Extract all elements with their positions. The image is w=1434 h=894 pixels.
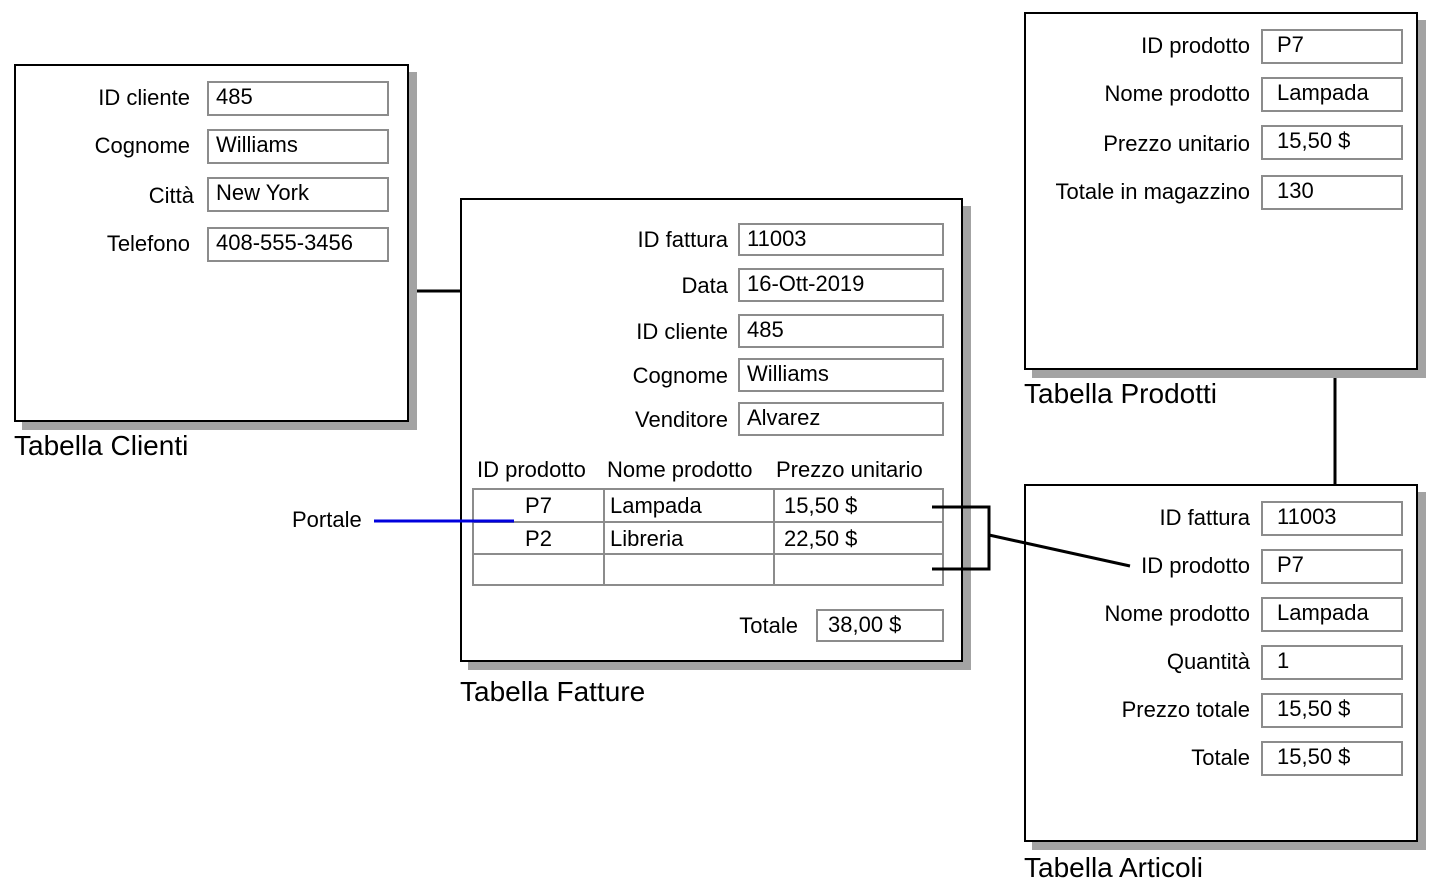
clienti-field-citta[interactable]: New York (207, 177, 389, 212)
prodotti-label-id-prodotto: ID prodotto (1141, 33, 1250, 58)
articoli-field-quantita[interactable]: 1 (1261, 645, 1403, 680)
fatture-label-totale: Totale (739, 613, 798, 638)
prodotti-label-totale-in-magazzino: Totale in magazzino (1055, 179, 1250, 204)
prodotti-caption: Tabella Prodotti (1024, 378, 1218, 409)
portal-cell-nome-prodotto: Libreria (610, 526, 684, 551)
portal-row[interactable]: P7 Lampada 15,50 $ (474, 490, 942, 521)
articoli-label-prezzo-totale: Prezzo totale (1121, 697, 1250, 722)
prodotti-field-id-prodotto[interactable]: P7 (1261, 29, 1403, 64)
articoli-caption: Tabella Articoli (1024, 852, 1203, 883)
articoli-label-nome-prodotto: Nome prodotto (1104, 601, 1250, 626)
portal-cell-prezzo-unitario: 22,50 $ (784, 526, 858, 551)
clienti-caption: Tabella Clienti (14, 430, 189, 461)
prodotti-label-nome-prodotto: Nome prodotto (1104, 81, 1250, 106)
fatture-label-cognome: Cognome (632, 363, 728, 388)
clienti-field-id-cliente[interactable]: 485 (207, 81, 389, 116)
articoli-label-quantita: Quantità (1166, 649, 1250, 674)
fatture-field-id-cliente[interactable]: 485 (738, 314, 944, 348)
portal-cell-nome-prodotto: Lampada (610, 493, 702, 518)
fatture-caption: Tabella Fatture (460, 676, 646, 707)
fatture-field-id-fattura[interactable]: 11003 (738, 223, 944, 256)
articoli-label-id-fattura: ID fattura (1159, 505, 1250, 530)
portal-header-nome-prodotto: Nome prodotto (607, 457, 753, 482)
articoli-label-totale: Totale (1191, 745, 1250, 770)
fatture-field-cognome[interactable]: Williams (738, 358, 944, 392)
fatture-label-data: Data (681, 273, 728, 298)
portal-articoli-connector (988, 533, 1131, 568)
clienti-label-id-cliente: ID cliente (98, 85, 190, 110)
articoli-field-totale[interactable]: 15,50 $ (1261, 741, 1403, 776)
portal-articoli-bracket (932, 505, 991, 571)
articoli-field-id-prodotto[interactable]: P7 (1261, 549, 1403, 584)
clienti-label-cognome: Cognome (94, 133, 190, 158)
prodotti-field-prezzo-unitario[interactable]: 15,50 $ (1261, 125, 1403, 160)
fatture-field-data[interactable]: 16-Ott-2019 (738, 268, 944, 302)
portal-cell-id-prodotto: P2 (525, 526, 552, 551)
articoli-field-prezzo-totale[interactable]: 15,50 $ (1261, 693, 1403, 728)
fatture-label-id-cliente: ID cliente (636, 319, 728, 344)
portal-row[interactable]: P2 Libreria 22,50 $ (474, 521, 942, 554)
portal-header-id-prodotto: ID prodotto (477, 457, 586, 482)
portal-callout-label: Portale (292, 507, 362, 532)
fatture-field-venditore[interactable]: Alvarez (738, 402, 944, 436)
invoice-line-items-portal[interactable]: P7 Lampada 15,50 $ P2 Libreria 22,50 $ (472, 488, 944, 586)
portal-cell-prezzo-unitario: 15,50 $ (784, 493, 858, 518)
portal-row[interactable] (474, 553, 942, 586)
fatture-field-totale[interactable]: 38,00 $ (816, 609, 944, 642)
clienti-field-cognome[interactable]: Williams (207, 129, 389, 164)
clienti-field-telefono[interactable]: 408-555-3456 (207, 227, 389, 262)
articoli-label-id-prodotto: ID prodotto (1141, 553, 1250, 578)
portal-column-divider (773, 490, 775, 584)
portal-header-prezzo-unitario: Prezzo unitario (776, 457, 923, 482)
articoli-field-nome-prodotto[interactable]: Lampada (1261, 597, 1403, 632)
portal-column-divider (603, 490, 605, 584)
prodotti-label-prezzo-unitario: Prezzo unitario (1103, 131, 1250, 156)
articoli-field-id-fattura[interactable]: 11003 (1261, 501, 1403, 536)
clienti-label-citta: Città (148, 183, 194, 208)
fatture-label-venditore: Venditore (635, 407, 728, 432)
clienti-label-telefono: Telefono (106, 231, 190, 256)
prodotti-field-nome-prodotto[interactable]: Lampada (1261, 77, 1403, 112)
prodotti-field-totale-in-magazzino[interactable]: 130 (1261, 175, 1403, 210)
portal-cell-id-prodotto: P7 (525, 493, 552, 518)
fatture-label-id-fattura: ID fattura (637, 227, 728, 252)
